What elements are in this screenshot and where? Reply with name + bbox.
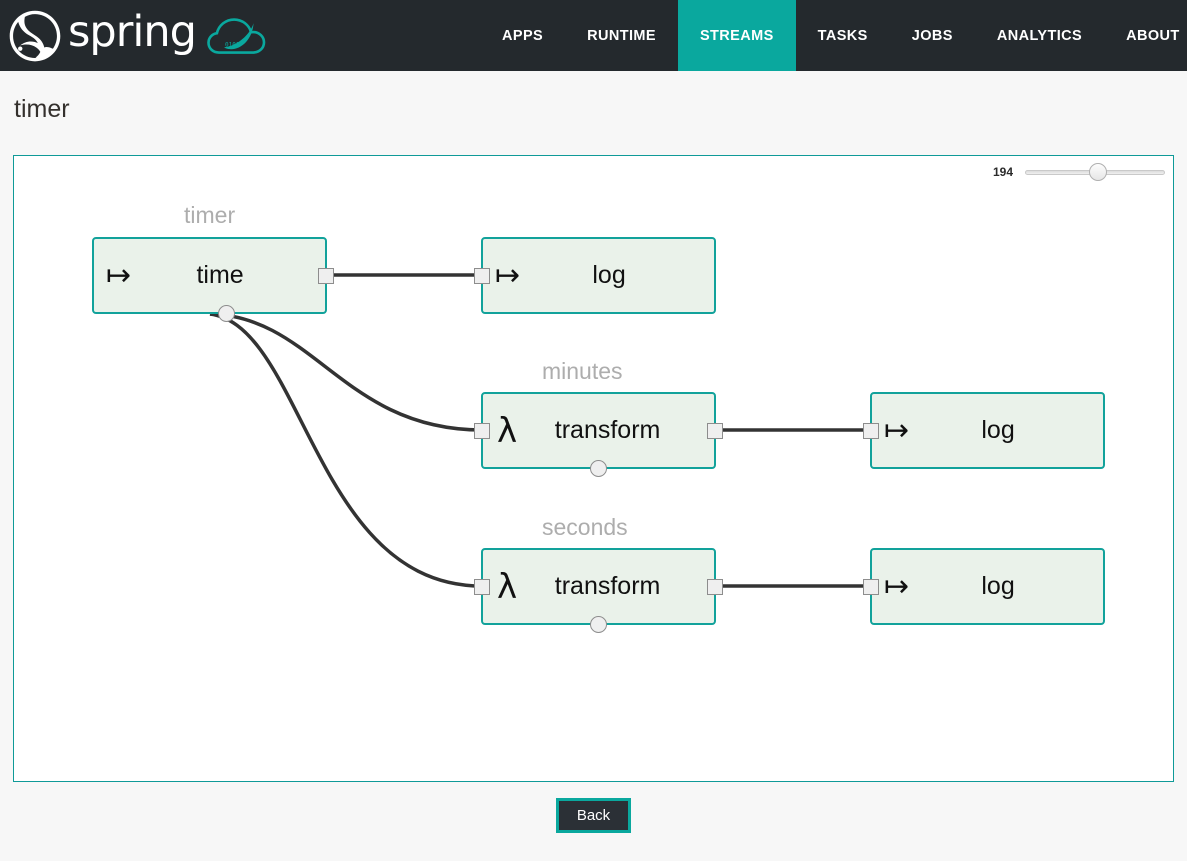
zoom-slider[interactable] — [1025, 163, 1165, 181]
node-log-2-label: log — [981, 416, 1015, 444]
svg-text:0101: 0101 — [225, 41, 240, 48]
source-arrow-icon: ↦ — [106, 257, 132, 293]
group-label-minutes: minutes — [542, 358, 623, 384]
main-navigation: APPS RUNTIME STREAMS TASKS JOBS ANALYTIC… — [480, 0, 1187, 71]
node-transform-minutes-output-port[interactable] — [707, 422, 723, 439]
node-log-3-label: log — [981, 572, 1015, 600]
node-log-2[interactable]: ↦ log — [863, 392, 1105, 469]
node-log-1-label: log — [592, 261, 626, 289]
node-log-3[interactable]: ↦ log — [863, 548, 1105, 625]
zoom-control: 194 — [993, 163, 1165, 181]
group-label-seconds: seconds — [542, 514, 628, 540]
node-transform-minutes-input-port[interactable] — [474, 422, 490, 439]
footer: Back — [0, 798, 1187, 833]
node-log-2-input-port[interactable] — [863, 422, 879, 439]
node-time[interactable]: ↦ time — [92, 237, 334, 322]
nav-item-apps[interactable]: APPS — [502, 27, 544, 44]
lambda-icon: λ — [497, 566, 518, 607]
node-log-1-input-port[interactable] — [474, 267, 490, 284]
edge-time-to-transform2 — [209, 312, 483, 588]
brand-logo[interactable]: spring 0101 — [0, 0, 270, 71]
lambda-icon: λ — [497, 410, 518, 451]
nav-item-about[interactable]: ABOUT — [1126, 27, 1180, 44]
graph-area[interactable]: timer minutes seconds ↦ time ↦ log λ tra… — [14, 156, 1173, 781]
stream-designer-canvas[interactable]: 194 timer minutes seconds ↦ time — [13, 155, 1174, 782]
node-transform-minutes[interactable]: λ transform — [474, 392, 723, 477]
back-button[interactable]: Back — [555, 798, 632, 833]
group-label-timer: timer — [184, 202, 236, 228]
zoom-value: 194 — [992, 165, 1013, 179]
nav-item-analytics[interactable]: ANALYTICS — [996, 27, 1083, 44]
spring-cloud-dataflow-icon: 0101 — [207, 17, 266, 54]
sink-arrow-icon: ↦ — [884, 568, 910, 604]
nav-item-streams[interactable]: STREAMS — [677, 0, 796, 71]
node-transform-minutes-label: transform — [554, 416, 661, 444]
node-transform-minutes-tap-handle[interactable] — [590, 460, 607, 477]
nav-item-jobs[interactable]: JOBS — [911, 27, 953, 44]
nav-item-runtime[interactable]: RUNTIME — [587, 27, 656, 44]
nav-item-tasks[interactable]: TASKS — [817, 27, 868, 44]
node-time-tap-handle[interactable] — [217, 305, 235, 322]
top-navbar: spring 0101 APPS RUNTIME STREAMS TASKS J… — [0, 0, 1187, 71]
brand-name: spring — [68, 7, 197, 57]
node-transform-seconds-label: transform — [554, 572, 661, 600]
node-log-1[interactable]: ↦ log — [474, 237, 716, 314]
node-log-3-input-port[interactable] — [863, 578, 879, 595]
node-time-output-port[interactable] — [318, 267, 334, 284]
sink-arrow-icon: ↦ — [884, 412, 910, 448]
edge-time-to-transform1 — [209, 312, 483, 432]
node-transform-seconds-input-port[interactable] — [474, 578, 490, 595]
spring-leaf-icon — [9, 10, 61, 61]
node-transform-seconds[interactable]: λ transform — [474, 548, 723, 633]
page-title: timer — [14, 95, 70, 123]
node-transform-seconds-tap-handle[interactable] — [590, 616, 607, 633]
node-time-label: time — [196, 261, 244, 289]
zoom-slider-thumb[interactable] — [1088, 163, 1107, 181]
node-transform-seconds-output-port[interactable] — [707, 578, 723, 595]
sink-arrow-icon: ↦ — [495, 257, 521, 293]
